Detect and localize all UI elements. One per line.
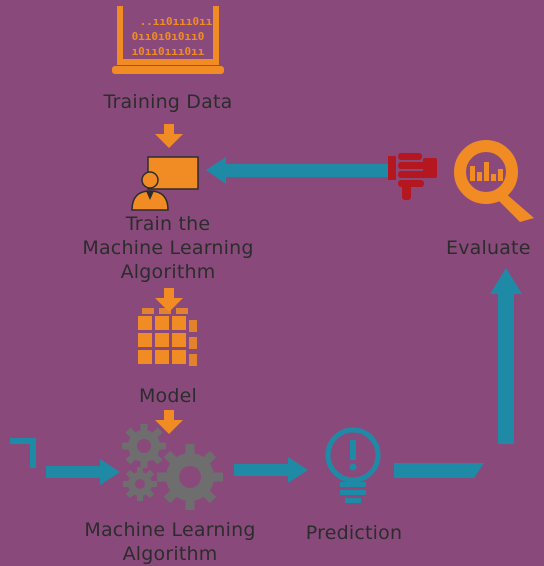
train-label-line-1: Train the (125, 213, 211, 235)
binary-line-1: ..ıı0ııı0ıı (140, 15, 213, 28)
arrow-data-to-train (155, 124, 183, 148)
thumbs-down-icon (388, 153, 437, 200)
ml-algorithm-label: Machine Learning Algorithm (80, 518, 260, 566)
arrow-train-to-model (155, 288, 183, 312)
cube-icon (138, 308, 197, 366)
feedback-arrow (206, 157, 388, 184)
arrow-algorithm-to-prediction (234, 457, 308, 483)
prediction-label: Prediction (305, 522, 403, 544)
evaluate-label: Evaluate (446, 237, 531, 259)
train-label: Train the Machine Learning Algorithm (58, 212, 278, 284)
arrow-prediction-to-evaluate (394, 268, 522, 478)
training-data-label: Training Data (103, 91, 233, 113)
binary-line-2: 0ıı0ı0ı0ıı0 (132, 30, 205, 43)
ml-algorithm-label-line-1: Machine Learning (84, 519, 256, 541)
model-label: Model (138, 385, 198, 407)
input-bracket (10, 438, 36, 468)
arrow-input-to-algorithm (46, 459, 120, 485)
magnifier-chart-icon (454, 140, 534, 222)
laptop-binary-icon: ..ıı0ııı0ıı 0ıı0ı0ı0ıı0 ı0ıı0ııı0ıı (112, 6, 224, 74)
binary-line-3: ı0ıı0ııı0ıı (132, 45, 205, 58)
ml-algorithm-label-line-2: Algorithm (122, 543, 218, 565)
train-label-line-3: Algorithm (120, 261, 216, 283)
trainer-icon (131, 156, 199, 211)
lightbulb-icon (325, 427, 381, 503)
train-label-line-2: Machine Learning (82, 237, 254, 259)
arrow-model-to-algorithm (155, 410, 183, 434)
gears-icon (122, 424, 223, 510)
